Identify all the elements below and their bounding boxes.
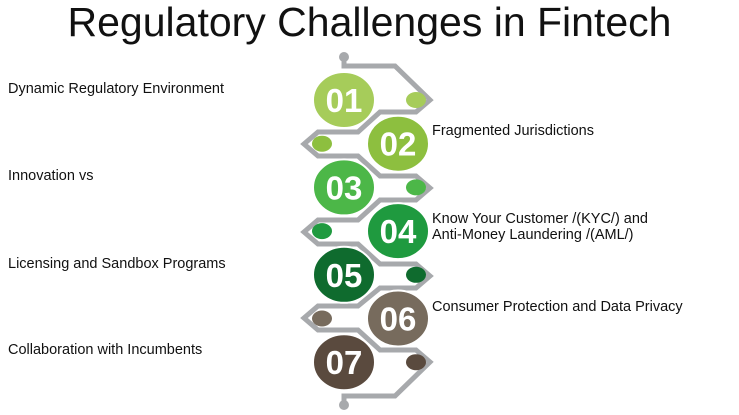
step-1-dot — [406, 92, 426, 108]
end-dot — [339, 400, 349, 410]
step-4-number: 04 — [380, 213, 417, 250]
step-5-number: 05 — [326, 257, 363, 294]
step-6-label: Consumer Protection and Data Privacy — [432, 299, 683, 315]
step-4-label-line2: Anti-Money Laundering /(AML/) — [432, 227, 634, 243]
step-3-label: Innovation vs — [8, 168, 94, 184]
step-2-dot — [312, 135, 332, 152]
step-2-label: Fragmented Jurisdictions — [432, 123, 594, 139]
step-4-label-line1: Know Your Customer /(KYC/) and — [432, 211, 648, 227]
step-1-number: 01 — [326, 82, 363, 119]
step-7-dot — [406, 354, 426, 371]
step-6-dot — [312, 310, 332, 327]
step-2-number: 02 — [380, 126, 417, 163]
step-6-circle — [366, 289, 430, 348]
start-dot — [339, 52, 349, 62]
step-4-dot — [312, 223, 332, 240]
step-3-circle — [312, 158, 376, 217]
step-3-number: 03 — [326, 169, 363, 206]
step-1-label: Dynamic Regulatory Environment — [8, 81, 224, 97]
step-1-circle — [312, 71, 376, 129]
step-6-number: 06 — [380, 301, 417, 338]
step-4-circle — [366, 202, 430, 261]
step-7-label: Collaboration with Incumbents — [8, 342, 203, 358]
step-2-circle — [366, 114, 430, 173]
page-title: Regulatory Challenges in Fintech — [67, 0, 672, 45]
connector-lines — [300, 54, 434, 408]
step-7-circle — [312, 333, 376, 392]
step-5-dot — [406, 266, 426, 283]
step-5-circle — [312, 245, 376, 304]
step-7-number: 07 — [326, 344, 363, 381]
step-5-label: Licensing and Sandbox Programs — [8, 256, 226, 272]
step-3-dot — [406, 179, 426, 196]
